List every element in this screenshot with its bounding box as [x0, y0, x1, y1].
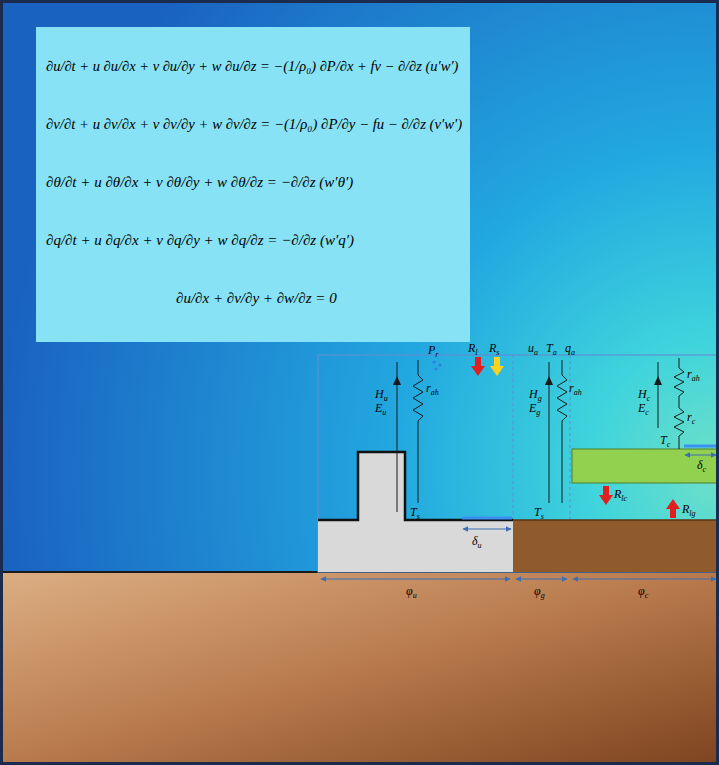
film-width-arrow [463, 529, 511, 530]
equation: ∂q/∂t + u ∂q/∂x + v ∂q/∂y + w ∂q/∂z = −∂… [46, 232, 462, 249]
fraction-arrow [516, 579, 567, 580]
fraction-arrow [573, 579, 716, 580]
resistor [674, 358, 684, 449]
resistance-label: rah [426, 381, 439, 400]
canopy-longwave-arrow [599, 486, 613, 505]
longwave-label: Rl [468, 341, 478, 360]
rain-dot [434, 367, 437, 370]
radiation-label: Rlc [614, 487, 627, 506]
wind-label: ua [528, 341, 538, 360]
urban-surface [318, 452, 513, 520]
canopy-water-film [684, 445, 719, 448]
shortwave-label: Rs [489, 341, 499, 360]
resistor [413, 360, 423, 503]
radiation-label: Rlg [682, 502, 696, 521]
film-label: δc [697, 458, 706, 477]
resistance-label: rah [569, 381, 582, 400]
flux-label: Eu [375, 401, 386, 420]
rain-dot [432, 360, 435, 363]
fraction-label: φu [406, 584, 417, 603]
shortwave-arrow [490, 357, 504, 376]
flux-arrowhead [545, 376, 553, 385]
fraction-arrow [321, 579, 510, 580]
canopy [572, 449, 719, 483]
equation: ∂u/∂t + u ∂u/∂x + v ∂u/∂y + w ∂u/∂z = −(… [46, 58, 462, 75]
flux-line [658, 362, 659, 428]
water-film [462, 517, 512, 520]
film-label: δu [472, 534, 482, 553]
resistor [557, 360, 567, 503]
soil-slab [513, 520, 719, 572]
soil-surface [513, 519, 719, 521]
surface-temperature-label: Ts [410, 505, 420, 524]
flux-arrowhead [393, 376, 401, 385]
fraction-label: φg [534, 584, 545, 603]
building [358, 452, 405, 520]
fraction-label: φc [638, 584, 648, 603]
equation: ∂θ/∂t + u ∂θ/∂x + v ∂θ/∂y + w ∂θ/∂z = −∂… [46, 174, 462, 191]
longwave-arrow [471, 357, 485, 376]
equation-panel: ∂u/∂t + u ∂u/∂x + v ∂u/∂y + w ∂u/∂z = −(… [36, 27, 470, 342]
precipitation-label: Pr [428, 343, 438, 362]
urban-slab [318, 520, 513, 572]
sky-background [0, 0, 719, 572]
equation: ∂v/∂t + u ∂v/∂x + v ∂v/∂y + w ∂v/∂z = −(… [46, 116, 462, 133]
canopy-temperature-label: Tc [660, 433, 670, 452]
equation: ∂u/∂x + ∂v/∂y + ∂w/∂z = 0 [46, 290, 462, 307]
surface-temperature-label: Ts [534, 505, 544, 524]
film-width-arrow [685, 455, 716, 456]
rain-dot [438, 363, 441, 366]
resistance-label: rah [687, 367, 700, 386]
ground-longwave-arrow [666, 499, 680, 518]
resistance-label: rc [687, 410, 695, 429]
ground [0, 572, 719, 765]
flux-arrowhead [654, 376, 662, 385]
flux-label: Eg [529, 401, 540, 420]
flux-label: Ec [638, 401, 649, 420]
air-temperature-label: Ta [546, 341, 557, 360]
humidity-label: qa [565, 341, 575, 360]
